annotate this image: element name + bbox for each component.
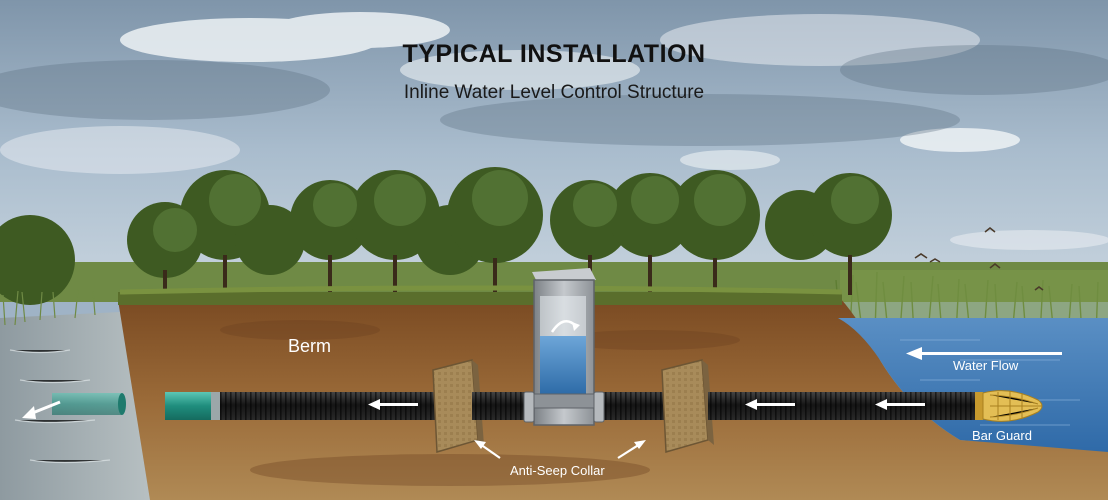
label-water-flow: Water Flow xyxy=(953,358,1019,373)
control-structure xyxy=(523,268,605,426)
water-flow-arrow xyxy=(906,347,1062,360)
bar-guard xyxy=(975,390,1043,422)
outflow-arrow xyxy=(29,400,61,416)
collar-pointer-arrows xyxy=(474,440,646,459)
diagram-title: TYPICAL INSTALLATION xyxy=(402,40,706,68)
pond-water xyxy=(838,318,1108,452)
label-berm: Berm xyxy=(288,336,332,356)
birds xyxy=(914,226,1044,291)
label-anti-seep-collar: Anti-Seep Collar xyxy=(510,463,605,478)
pipe-teal-end xyxy=(165,392,220,420)
outlet-pipe xyxy=(52,393,126,415)
anti-seep-collar-right xyxy=(661,359,714,453)
tree-line xyxy=(0,167,892,305)
pipe-flow-arrows xyxy=(368,399,925,410)
label-bar-guard: Bar Guard xyxy=(972,428,1032,443)
diagram-subtitle: Inline Water Level Control Structure xyxy=(403,82,705,103)
clouds xyxy=(0,12,1108,250)
